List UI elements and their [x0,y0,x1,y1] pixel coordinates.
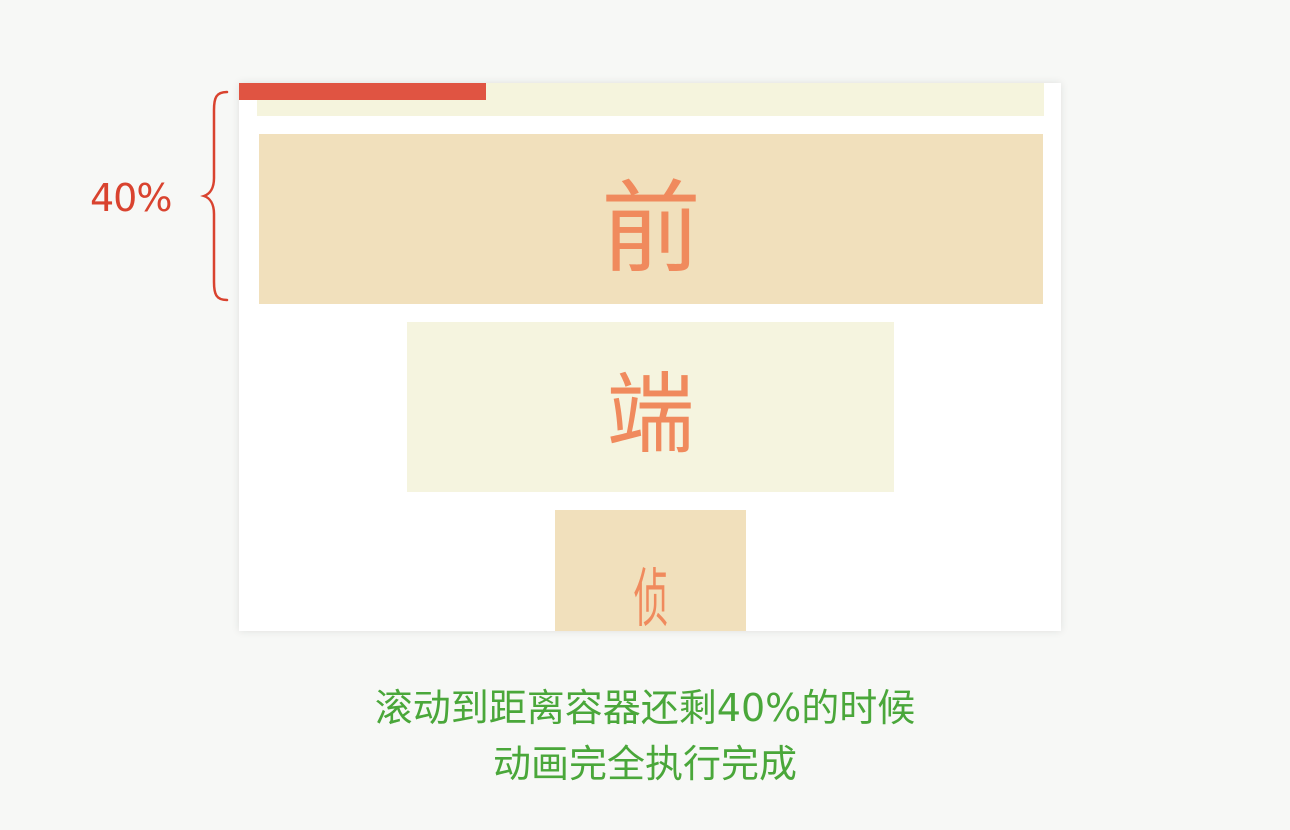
card-char: 端 [606,362,695,466]
card-duan: 端 [407,322,894,492]
card-zhen: 侦 [555,510,746,631]
card-char: 前 [601,169,701,287]
card-qian: 前 [259,134,1043,304]
curly-brace-icon [200,90,229,302]
percent-label: 40% [90,176,172,220]
caption: 滚动到距离容器还剩40%的时候 动画完全执行完成 [0,680,1290,792]
caption-line-2: 动画完全执行完成 [492,742,797,786]
scroll-container[interactable]: 前 端 侦 [239,83,1061,631]
caption-line-1: 滚动到距离容器还剩40%的时候 [374,686,916,730]
scroll-progress-bar [239,83,486,100]
card-char: 侦 [632,563,669,631]
